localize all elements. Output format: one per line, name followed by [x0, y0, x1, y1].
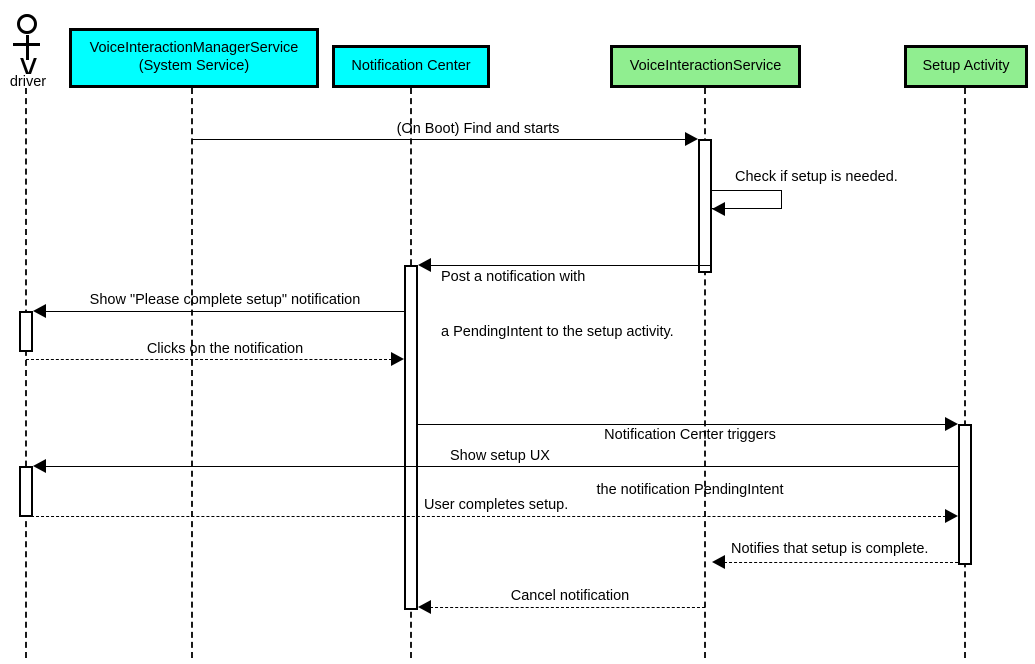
- message-label-m8: User completes setup.: [424, 497, 569, 513]
- message-label-m9: Notifies that setup is complete.: [731, 541, 929, 557]
- message-arrowhead-m10: [418, 600, 431, 614]
- activation-bar-notification-center: [404, 265, 418, 610]
- lifeline-voiceinteractionmanagerservice: [191, 88, 193, 658]
- actor-arms-icon: [13, 43, 40, 46]
- participant-label-voiceinteractionservice: VoiceInteractionService: [629, 57, 782, 74]
- message-line-m9: [724, 562, 958, 563]
- participant-voiceinteractionmanagerservice[interactable]: VoiceInteractionManagerService (System S…: [69, 28, 319, 88]
- message-label-m1: (On Boot) Find and starts: [396, 121, 560, 137]
- message-arrowhead-m9: [712, 555, 725, 569]
- message-arrowhead-m7: [33, 459, 46, 473]
- participant-driver-actor: driver: [8, 14, 46, 94]
- message-arrowhead-m5: [391, 352, 404, 366]
- message-arrowhead-m2: [712, 202, 725, 216]
- lifeline-setup-activity: [964, 88, 966, 658]
- participant-label-setup-activity: Setup Activity: [922, 57, 1010, 74]
- participant-setup-activity[interactable]: Setup Activity: [904, 45, 1028, 88]
- activation-bar-voiceinteractionservice-1: [698, 139, 712, 273]
- message-arrowhead-m1: [685, 132, 698, 146]
- message-arrowhead-m3: [418, 258, 431, 272]
- lifeline-driver: [25, 88, 27, 658]
- participant-notification-center[interactable]: Notification Center: [332, 45, 490, 88]
- message-line-m6: [418, 424, 946, 425]
- actor-head-icon: [17, 14, 37, 34]
- activation-bar-driver-1: [19, 311, 33, 352]
- message-arrowhead-m8: [945, 509, 958, 523]
- message-line-m3: [430, 265, 712, 266]
- message-line-m7: [45, 466, 958, 467]
- participant-label-notification-center: Notification Center: [351, 57, 471, 74]
- message-selfloop-m2: [712, 190, 782, 209]
- participant-label-voiceinteractionmanagerservice: VoiceInteractionManagerService (System S…: [90, 40, 299, 75]
- message-line-m5: [26, 359, 392, 360]
- actor-body-icon: [26, 35, 29, 60]
- message-label-m3-line2: a PendingIntent to the setup activity.: [441, 323, 674, 340]
- activation-bar-setup-activity: [958, 424, 972, 565]
- message-label-m3-line1: Post a notification with: [441, 269, 586, 286]
- message-label-m3: Post a notification with a PendingIntent…: [441, 232, 841, 377]
- participant-voiceinteractionservice[interactable]: VoiceInteractionService: [610, 45, 801, 88]
- message-label-m6: Notification Center triggers the notific…: [450, 390, 930, 535]
- message-line-m1: [192, 139, 686, 140]
- message-line-m10: [430, 607, 705, 608]
- message-label-m7: Show setup UX: [450, 448, 550, 464]
- message-label-m5: Clicks on the notification: [146, 341, 304, 357]
- participant-label-line1: VoiceInteractionManagerService: [89, 40, 299, 57]
- message-arrowhead-m4: [33, 304, 46, 318]
- message-arrowhead-m6: [945, 417, 958, 431]
- message-label-m6-line2: the notification PendingIntent: [596, 481, 784, 498]
- lifeline-voiceinteractionservice: [704, 88, 706, 658]
- message-label-m10: Cancel notification: [510, 588, 630, 604]
- activation-bar-driver-2: [19, 466, 33, 517]
- message-line-m4: [45, 311, 404, 312]
- message-label-m4: Show "Please complete setup" notificatio…: [89, 292, 361, 308]
- message-line-m8: [26, 516, 946, 517]
- message-label-m6-line1: Notification Center triggers: [604, 427, 776, 444]
- message-label-m2: Check if setup is needed.: [735, 169, 898, 185]
- participant-label-driver: driver: [9, 74, 47, 90]
- participant-label-line2: (System Service): [138, 58, 250, 74]
